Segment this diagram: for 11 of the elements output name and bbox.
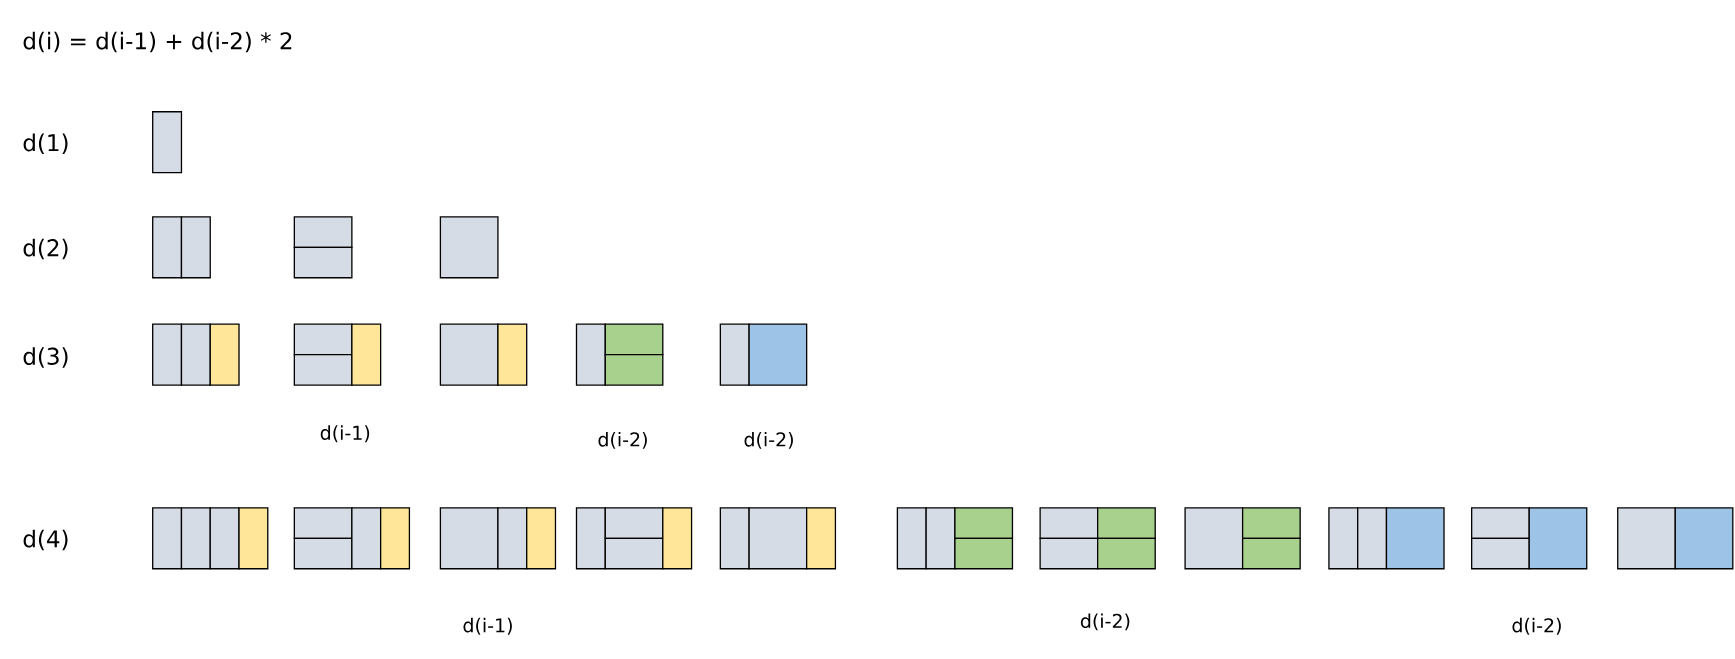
row-label: d(4) xyxy=(23,529,68,551)
group-label: d(i-2) xyxy=(1080,613,1130,631)
group-label: d(i-1) xyxy=(463,617,512,635)
row-label: d(2) xyxy=(23,238,68,260)
group-label: d(i-2) xyxy=(1512,617,1561,635)
row-label: d(1) xyxy=(23,133,68,155)
row-label: d(3) xyxy=(23,347,68,368)
formula-title: d(i) = d(i-1) + d(i-2) * 2 xyxy=(23,31,292,53)
group-label: d(i-2) xyxy=(744,431,793,449)
group-label: d(i-2) xyxy=(598,431,647,449)
group-label: d(i-1) xyxy=(320,425,370,443)
